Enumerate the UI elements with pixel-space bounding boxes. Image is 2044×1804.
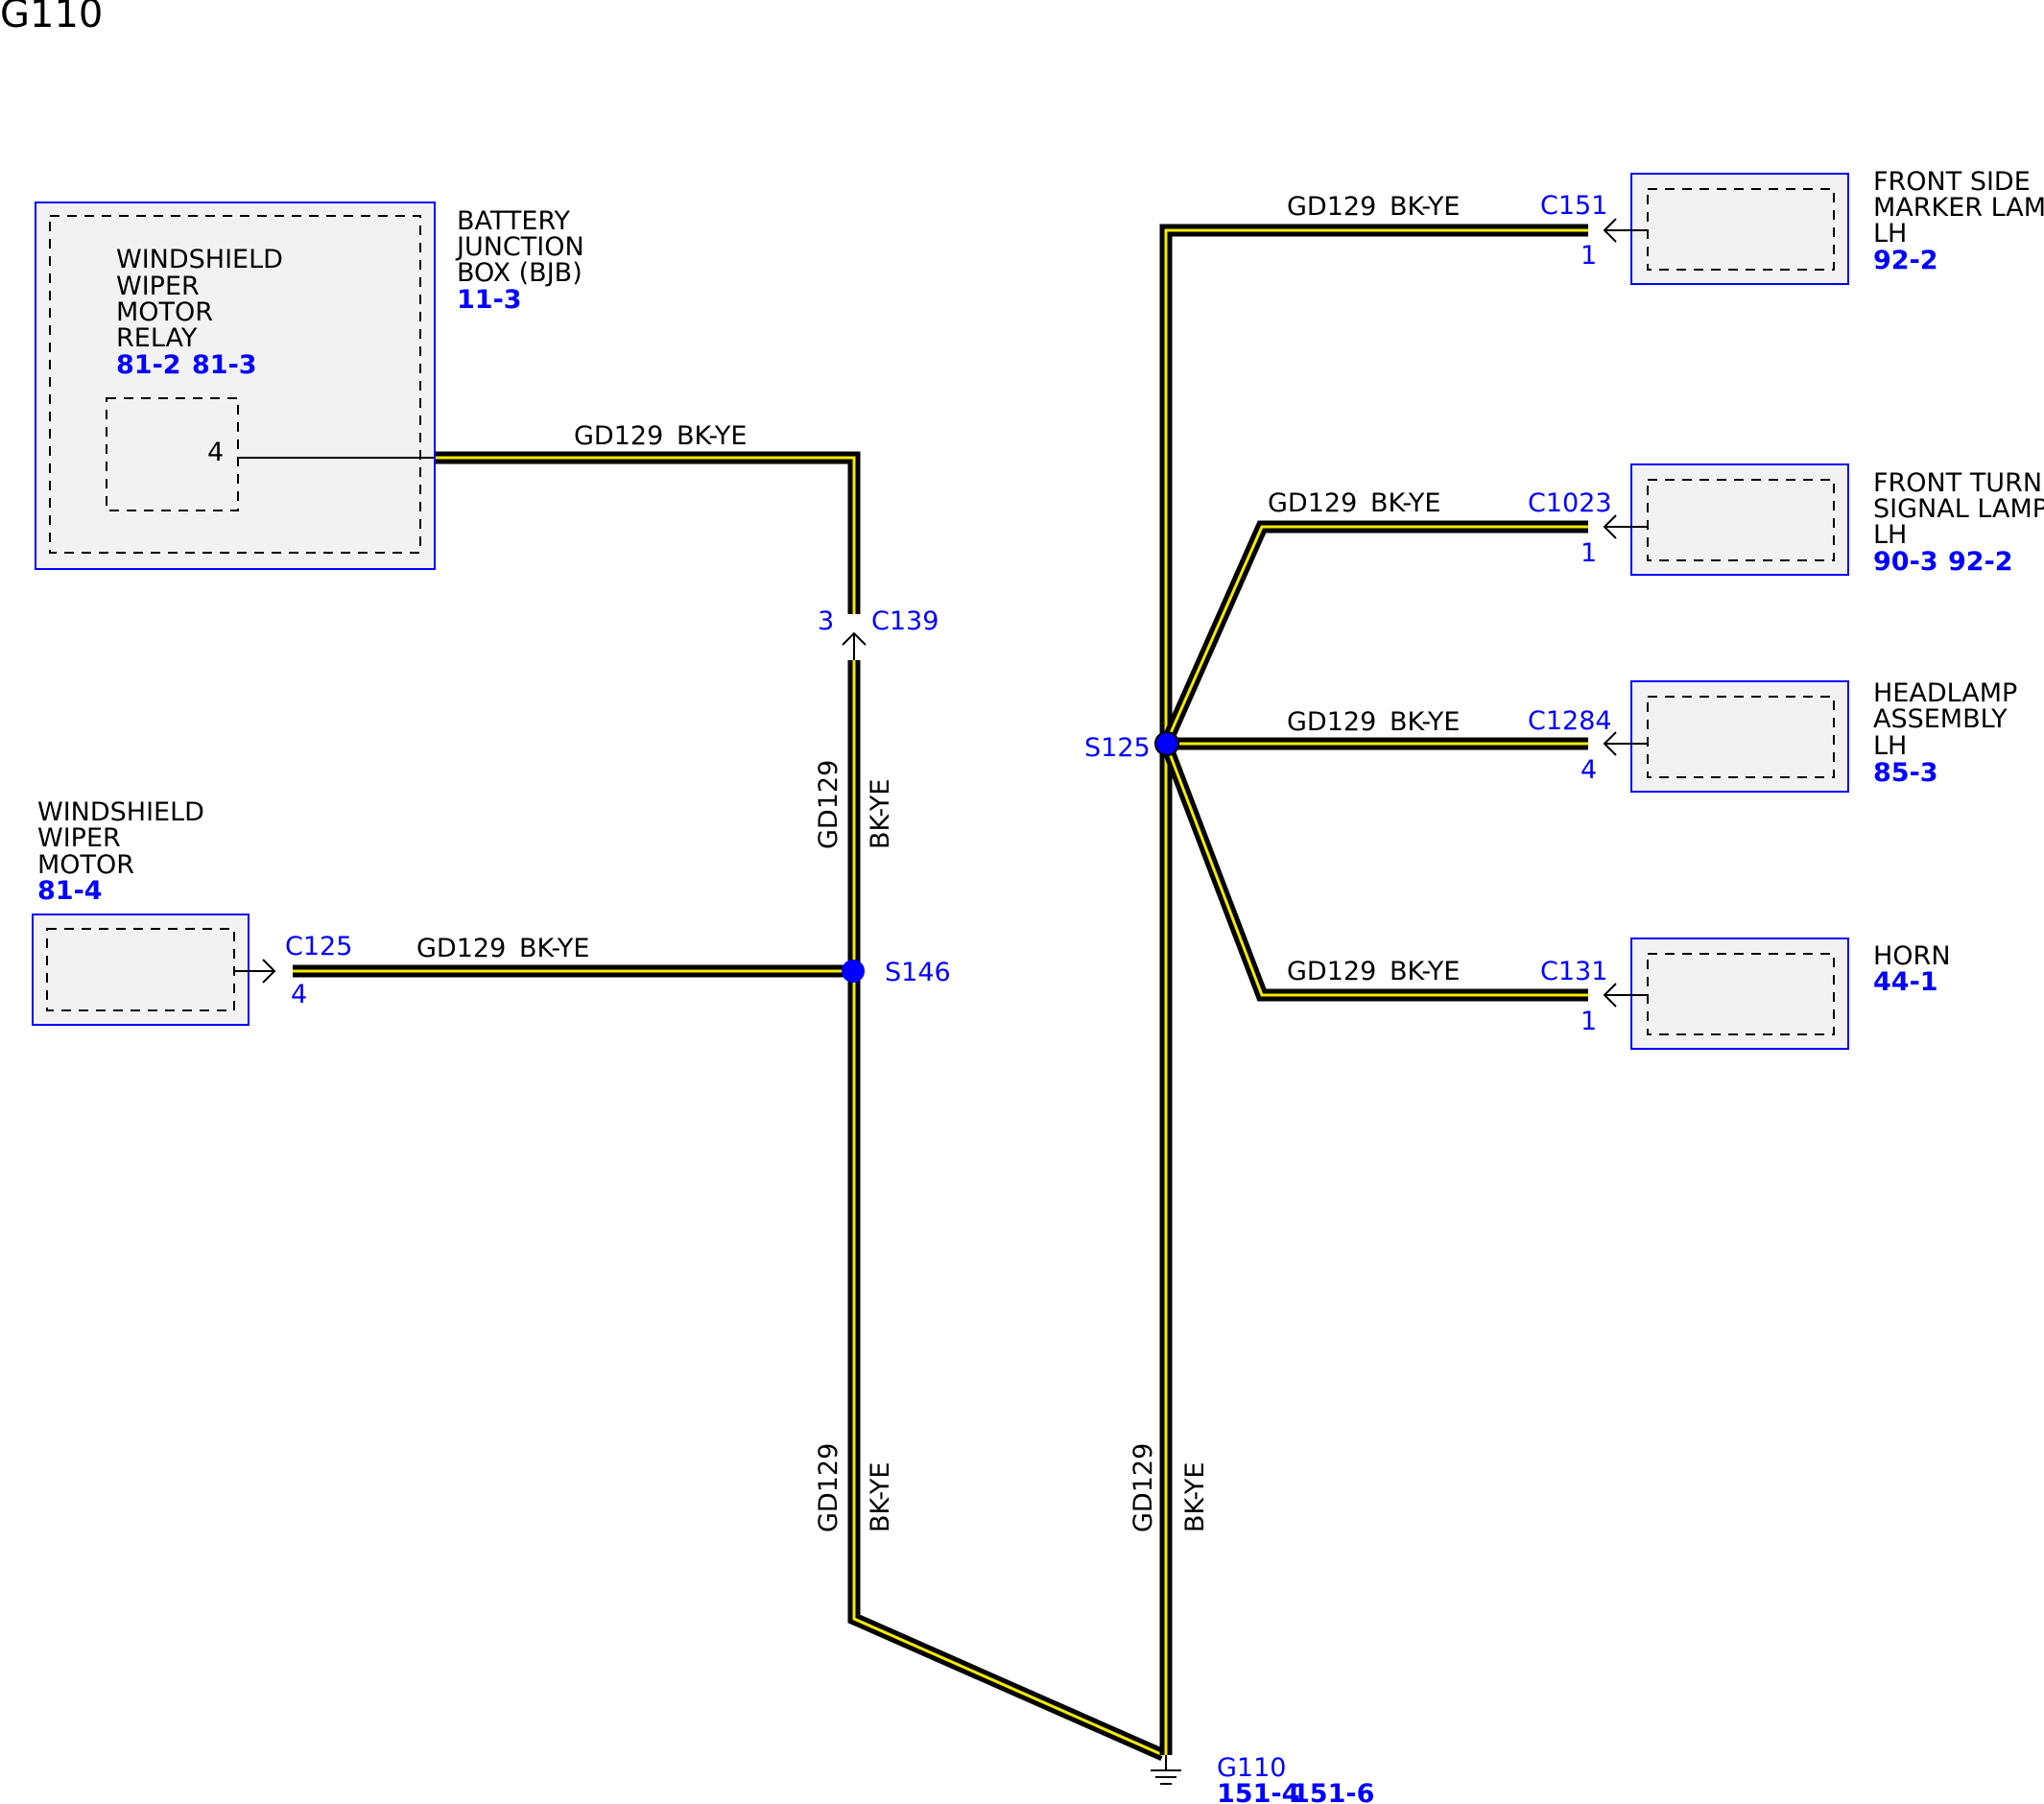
headlamp-assembly [1603, 680, 1849, 793]
wiper-relay-pin: 4 [207, 438, 224, 467]
wire-labels: GD129 BK-YE GD129 BK-YE GD129 BK-YE GD12… [416, 192, 1461, 1532]
wire-color-label: BK-YE [1390, 707, 1461, 737]
connector-c1284-label: C1284 [1528, 706, 1612, 736]
splice-s146-label: S146 [885, 958, 951, 987]
connector-arrow-icon [1603, 983, 1617, 1008]
connector-arrow-icon [1603, 218, 1617, 243]
connector-c139-label: C139 [871, 606, 939, 636]
wire-c139-to-ground [847, 660, 1166, 1761]
wire-circuit-label: GD129 [1287, 957, 1376, 986]
diagram-title: G110 [0, 0, 103, 36]
horn-label: HORN 44-1 [1873, 941, 1951, 997]
wiper-motor-ref-link[interactable]: 81-4 [37, 876, 103, 906]
wires [293, 224, 1588, 1761]
connector-arrow-icon [262, 959, 276, 984]
horn-ref-link[interactable]: 44-1 [1873, 967, 1938, 997]
connector-c131-pin: 1 [1581, 1007, 1597, 1036]
connector-c139-pin: 3 [818, 606, 834, 636]
ground-g110-label: G110 [1217, 1753, 1286, 1783]
connector-c151-label: C151 [1540, 191, 1607, 221]
headlamp-name-line: ASSEMBLY [1873, 704, 2008, 734]
front-side-marker-name-line: MARKER LAMP [1873, 193, 2044, 223]
wiper-relay-name-line: RELAY [116, 323, 198, 353]
horn [1603, 938, 1849, 1050]
bjb-label: BATTERY JUNCTION BOX (BJB) 11-3 [455, 206, 584, 315]
bjb-ref-link[interactable]: 11-3 [457, 285, 522, 315]
connector-arrow-icon [1603, 514, 1617, 539]
connector-arrow-icon [842, 631, 867, 646]
wire-circuit-label: GD129 [814, 1443, 844, 1532]
wiper-relay-ref-link[interactable]: 81-3 [192, 350, 257, 380]
bjb-name-line: BOX (BJB) [457, 258, 582, 288]
wire-color-label: BK-YE [1370, 488, 1441, 518]
ground-ref-link[interactable]: 151-4 [1217, 1779, 1299, 1804]
wire-circuit-label: GD129 [1268, 488, 1357, 518]
connector-c1023-pin: 1 [1581, 538, 1597, 568]
headlamp-label: HEADLAMP ASSEMBLY LH 85-3 [1873, 678, 2017, 788]
wiper-relay-name-line: WIPER [116, 272, 200, 301]
wire-color-label: BK-YE [1180, 1462, 1210, 1533]
connector-c131-label: C131 [1540, 957, 1607, 986]
wiper-relay-name-line: MOTOR [116, 297, 213, 327]
wire-bjb-to-c139 [434, 451, 861, 614]
wiper-relay-label: WINDSHIELD WIPER MOTOR RELAY 81-2 81-3 [116, 245, 283, 380]
wire-circuit-label: GD129 [1287, 192, 1376, 222]
wiper-motor-name-line: WIPER [37, 823, 121, 853]
front-turn-signal-name-line: SIGNAL LAMP [1873, 494, 2044, 524]
connector-c1284-pin: 4 [1581, 755, 1597, 785]
front-turn-signal-label: FRONT TURN SIGNAL LAMP LH 90-3 92-2 [1873, 468, 2044, 577]
horn-name-line: HORN [1873, 941, 1951, 971]
front-turn-signal-ref-link[interactable]: 90-3 [1873, 547, 1938, 577]
wire-color-label: BK-YE [1390, 192, 1461, 222]
wiper-motor-name-line: MOTOR [37, 850, 134, 880]
headlamp-name-line: LH [1873, 731, 1907, 761]
wire-s125-to-c131 [1159, 741, 1588, 1002]
wire-ground-to-c151 [1159, 224, 1588, 1755]
connector-c125-pin: 4 [291, 980, 307, 1009]
wire-s125-to-c1023 [1160, 520, 1588, 747]
front-side-marker-lamp [1603, 173, 1849, 285]
wire-color-label: BK-YE [866, 779, 895, 850]
front-turn-signal-name-line: LH [1873, 520, 1907, 550]
splice-s146-dot [842, 960, 865, 983]
front-turn-signal-name-line: FRONT TURN [1873, 468, 2042, 498]
bjb-name-line: BATTERY [457, 206, 571, 236]
wire-color-label: BK-YE [519, 934, 590, 963]
windshield-wiper-motor [32, 914, 276, 1026]
connector-arrow-icon [1603, 731, 1617, 756]
headlamp-name-line: HEADLAMP [1873, 678, 2017, 708]
splice-s125-label: S125 [1084, 733, 1151, 763]
wiper-relay-name-line: WINDSHIELD [116, 245, 283, 274]
connector-c125-label: C125 [285, 932, 352, 961]
wire-color-label: BK-YE [677, 421, 748, 451]
wiper-relay-box [106, 397, 239, 511]
wiper-relay-ref-link[interactable]: 81-2 [116, 350, 181, 380]
wire-color-label: BK-YE [1390, 957, 1461, 986]
wire-circuit-label: GD129 [1129, 1443, 1158, 1532]
connector-c151-pin: 1 [1581, 241, 1597, 271]
battery-junction-box [35, 202, 436, 570]
wiper-motor-label: WINDSHIELD WIPER MOTOR 81-4 [37, 797, 204, 906]
front-side-marker-name-line: LH [1873, 219, 1907, 249]
ground-icon [1151, 1755, 1181, 1785]
front-turn-signal-lamp [1603, 463, 1849, 576]
splice-s125-dot [1154, 731, 1179, 756]
wire-circuit-label: GD129 [814, 760, 844, 849]
headlamp-ref-link[interactable]: 85-3 [1873, 758, 1938, 788]
front-side-marker-name-line: FRONT SIDE [1873, 167, 2031, 197]
front-turn-signal-ref-link[interactable]: 92-2 [1948, 547, 2013, 577]
connector-c1023-label: C1023 [1528, 488, 1612, 518]
inline-connector-c139 [842, 631, 867, 660]
wire-circuit-label: GD129 [1287, 707, 1376, 737]
bjb-name-line: JUNCTION [455, 232, 584, 262]
wire-circuit-label: GD129 [416, 934, 506, 963]
front-side-marker-ref-link[interactable]: 92-2 [1873, 246, 1938, 275]
wire-circuit-label: GD129 [574, 421, 663, 451]
wire-color-label: BK-YE [866, 1462, 895, 1533]
wiper-motor-name-line: WINDSHIELD [37, 797, 204, 827]
front-side-marker-label: FRONT SIDE MARKER LAMP LH 92-2 [1873, 167, 2044, 275]
ground-ref-link[interactable]: 151-6 [1292, 1779, 1374, 1804]
